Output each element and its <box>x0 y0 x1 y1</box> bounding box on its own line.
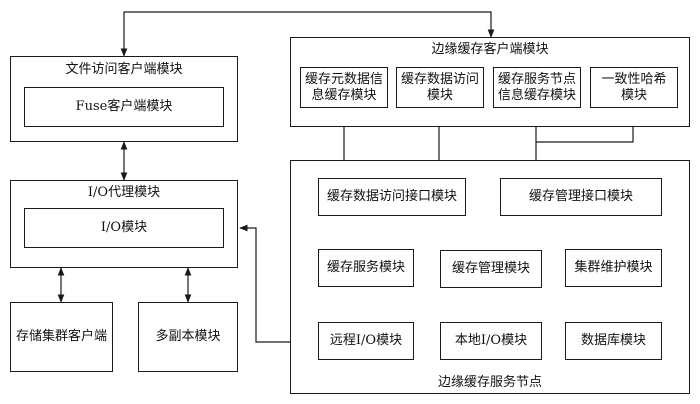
storage-cluster-client-label: 存储集群客户端 <box>15 329 107 344</box>
fuse-client-label: Fuse客户端模块 <box>75 99 173 114</box>
metadata-cache-module: 缓存元数据信 息缓存模块 <box>300 67 388 108</box>
cache-service-module: 缓存服务模块 <box>318 249 414 287</box>
local-io-label: 本地I/O模块 <box>454 333 528 348</box>
node-info-cache-module: 缓存服务节点 信息缓存模块 <box>493 67 581 108</box>
connector-io-to-remote-io <box>239 224 319 346</box>
cache-mgmt-module: 缓存管理模块 <box>440 250 542 288</box>
io-proxy-title: I/O代理模块 <box>87 185 161 200</box>
data-access-interface-module: 缓存数据访问接口模块 <box>318 178 466 216</box>
mgmt-interface-label: 缓存管理接口模块 <box>528 189 633 204</box>
consistent-hash-label: 一致性哈希 模块 <box>601 71 667 103</box>
edge-cache-client-title: 边缘缓存客户端模块 <box>431 42 549 57</box>
node-info-cache-label: 缓存服务节点 信息缓存模块 <box>497 71 576 103</box>
data-access-interface-label: 缓存数据访问接口模块 <box>326 189 457 204</box>
consistent-hash-module: 一致性哈希 模块 <box>590 67 678 108</box>
file-access-client-title: 文件访问客户端模块 <box>65 62 183 77</box>
local-io-module: 本地I/O模块 <box>440 322 542 360</box>
data-access-label: 缓存数据访问 模块 <box>400 71 479 103</box>
io-module-label: I/O模块 <box>100 220 148 235</box>
remote-io-label: 远程I/O模块 <box>329 333 403 348</box>
connector-file-client-to-edge-client <box>120 11 495 57</box>
metadata-cache-label: 缓存元数据信 息缓存模块 <box>304 71 383 103</box>
remote-io-module: 远程I/O模块 <box>318 322 414 360</box>
cluster-maintenance-module: 集群维护模块 <box>565 249 662 287</box>
cache-mgmt-label: 缓存管理模块 <box>451 261 530 276</box>
mgmt-interface-module: 缓存管理接口模块 <box>500 178 662 216</box>
edge-cache-service-node-title: 边缘缓存服务节点 <box>437 375 542 390</box>
database-label: 数据库模块 <box>580 333 646 348</box>
io-module: I/O模块 <box>24 208 224 248</box>
data-access-module: 缓存数据访问 模块 <box>396 67 484 108</box>
database-module: 数据库模块 <box>565 322 662 360</box>
replica-module: 多副本模块 <box>138 302 238 372</box>
replica-label: 多副本模块 <box>155 329 221 344</box>
fuse-client-module: Fuse客户端模块 <box>24 87 224 127</box>
cache-service-label: 缓存服务模块 <box>326 260 405 275</box>
cluster-maintenance-label: 集群维护模块 <box>574 260 653 275</box>
storage-cluster-client-module: 存储集群客户端 <box>10 302 113 372</box>
